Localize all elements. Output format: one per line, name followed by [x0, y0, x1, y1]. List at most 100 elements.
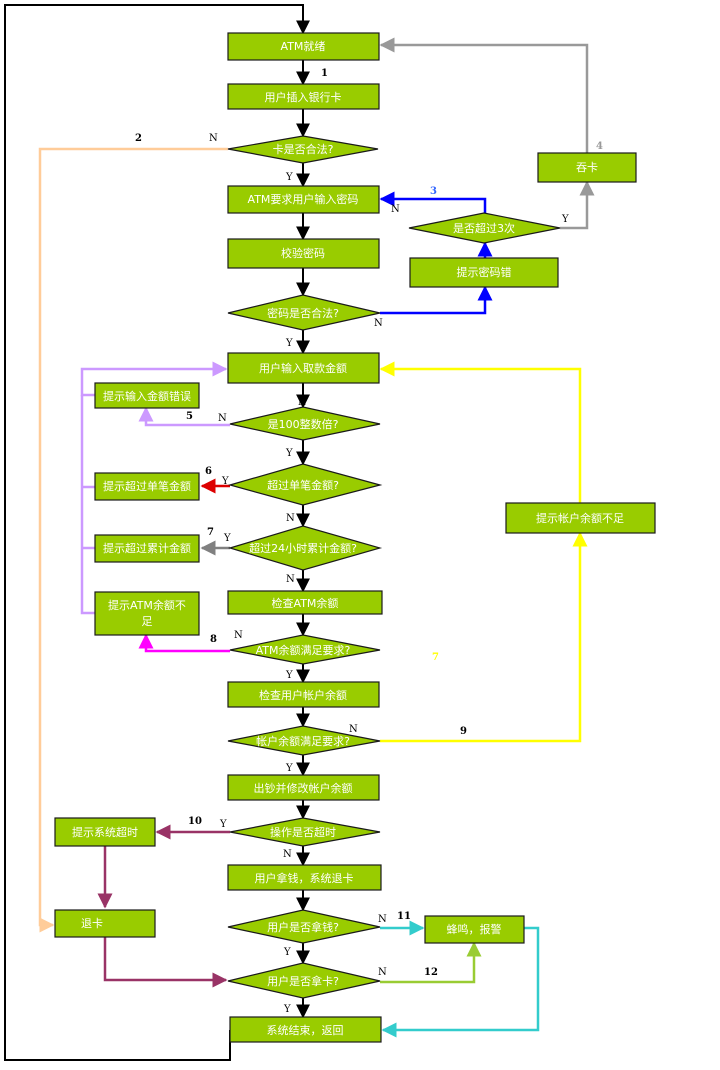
- node-input-amount-label: 用户输入取款金额: [259, 361, 347, 375]
- node-insert-card: 用户插入银行卡: [227, 83, 380, 110]
- decision-took-card: 用户是否拿卡?: [227, 962, 381, 999]
- edge-2-card-invalid: [38, 147, 228, 933]
- edge-9-acct-insufficient: [380, 531, 588, 743]
- decision-atm-balance-ok-label: ATM余额满足要求?: [256, 643, 351, 657]
- decision-card-valid-label: 卡是否合法?: [273, 142, 334, 156]
- decision-atm-balance-ok: ATM余额满足要求?: [229, 634, 381, 665]
- label-single-yes: Y: [221, 476, 229, 487]
- decision-account-balance-ok: 帐户余额满足要求?: [227, 725, 381, 756]
- decision-100-multiple-label: 是100整数倍?: [268, 417, 339, 431]
- label-atm-yes: Y: [285, 670, 293, 681]
- node-account-insufficient-msg-label: 提示帐户余额不足: [536, 511, 624, 525]
- label-9: 9: [460, 726, 467, 737]
- node-check-account-balance: 检查用户帐户余额: [227, 681, 380, 708]
- main-flow-edges: [4, 4, 310, 1061]
- decision-account-balance-ok-label: 帐户余额满足要求?: [256, 734, 350, 748]
- node-swallow-card: 吞卡: [537, 152, 637, 183]
- edge-8-atm-insufficient: [138, 633, 230, 653]
- node-verify-pin-label: 校验密码: [281, 246, 325, 260]
- node-verify-pin: 校验密码: [227, 238, 380, 269]
- label-timeout-no: N: [283, 849, 292, 860]
- label-100-no: N: [218, 413, 227, 424]
- edge-acctmsg-back: [379, 361, 582, 503]
- label-8: 8: [210, 634, 217, 645]
- node-eject-card: 退卡: [54, 909, 156, 938]
- label-over3-yes: Y: [561, 214, 569, 225]
- label-24h-no: N: [286, 574, 295, 585]
- label-3: 3: [430, 186, 437, 197]
- label-pin-no: N: [374, 318, 383, 329]
- label-over3-no: N: [391, 204, 400, 215]
- node-atm-ready: ATM就绪: [227, 32, 380, 61]
- node-over-total-msg-label: 提示超过累计金额: [103, 541, 191, 555]
- decision-100-multiple: 是100整数倍?: [229, 406, 381, 441]
- decision-over-single: 超过单笔金额?: [227, 463, 383, 506]
- label-timeout-yes: Y: [219, 819, 227, 830]
- decision-card-valid: 卡是否合法?: [227, 135, 379, 164]
- node-end-return: 系统结束，返回: [229, 1016, 382, 1043]
- node-timeout-msg: 提示系统超时: [54, 817, 156, 847]
- node-account-insufficient-msg: 提示帐户余额不足: [505, 502, 656, 534]
- edge-over3-swallow: [560, 180, 595, 230]
- node-over-total-msg: 提示超过累计金额: [94, 534, 200, 563]
- decision-over-24h: 超过24小时累计金额?: [227, 525, 383, 571]
- label-acct-yes: Y: [285, 763, 293, 774]
- edge-12-no-card: [380, 941, 482, 984]
- edge-eject-tookcard: [103, 937, 228, 988]
- node-timeout-msg-label: 提示系统超时: [72, 825, 138, 839]
- node-take-money-eject-label: 用户拿钱，系统退卡: [255, 871, 354, 885]
- label-card-no: N: [209, 133, 218, 144]
- decision-over-3-times: 是否超过3次: [408, 212, 561, 244]
- node-input-amount: 用户输入取款金额: [227, 352, 380, 384]
- node-request-pin-label: ATM要求用户输入密码: [248, 192, 359, 206]
- node-pin-error-msg: 提示密码错: [409, 257, 559, 288]
- label-money-no: N: [378, 914, 387, 925]
- edge-alarm-end: [381, 926, 540, 1038]
- label-100-top-no: N: [298, 397, 307, 408]
- label-acct-no: N: [349, 724, 358, 735]
- label-card-took-yes: Y: [283, 1004, 291, 1015]
- decision-pin-valid-label: 密码是否合法?: [267, 306, 339, 320]
- decision-timeout-label: 操作是否超时: [270, 825, 336, 839]
- node-amount-error-msg: 提示输入金额错误: [94, 382, 200, 409]
- decision-over-3-times-label: 是否超过3次: [453, 221, 515, 235]
- node-alarm: 蜂鸣，报警: [424, 915, 525, 944]
- label-pin-yes: Y: [285, 338, 293, 349]
- edge-5-not-multiple: [138, 406, 230, 427]
- edge-4-swallow-ready: [379, 37, 589, 153]
- node-over-single-msg: 提示超过单笔金额: [94, 472, 200, 501]
- decision-over-single-label: 超过单笔金额?: [267, 478, 339, 492]
- node-take-money-eject: 用户拿钱，系统退卡: [227, 864, 382, 891]
- edge-lavender-bus: [80, 395, 95, 615]
- label-24h-yes: Y: [223, 533, 231, 544]
- label-100-yes: Y: [285, 448, 293, 459]
- node-dispense: 出钞并修改帐户余额: [227, 774, 380, 801]
- node-check-account-balance-label: 检查用户帐户余额: [259, 688, 347, 702]
- node-check-atm-balance-label: 检查ATM余额: [272, 596, 339, 610]
- label-card-took-no: N: [378, 967, 387, 978]
- label-6: 6: [205, 466, 212, 477]
- decision-took-money-label: 用户是否拿钱?: [267, 920, 339, 934]
- edge-pin-invalid: [380, 285, 493, 315]
- label-12: 12: [424, 967, 438, 978]
- edge-3-retry-pin: [379, 191, 487, 213]
- label-4: 4: [596, 141, 603, 152]
- node-request-pin: ATM要求用户输入密码: [227, 185, 380, 214]
- edge-labels: 1 2 N Y 3 N Y 4 N Y 5 N N Y 6 Y N 7 Y N …: [135, 68, 603, 1015]
- label-money-yes: Y: [283, 947, 291, 958]
- edge-amounterr-back: [80, 361, 228, 397]
- node-alarm-label: 蜂鸣，报警: [447, 922, 502, 936]
- node-swallow-card-label: 吞卡: [576, 161, 598, 174]
- label-7: 7: [207, 527, 214, 538]
- label-1: 1: [321, 68, 328, 79]
- node-pin-error-msg-label: 提示密码错: [457, 265, 512, 279]
- node-atm-insufficient-msg: 提示ATM余额不 足: [94, 591, 200, 636]
- node-atm-insufficient-msg-line1: 提示ATM余额不: [108, 598, 186, 612]
- decision-took-card-label: 用户是否拿卡?: [267, 974, 339, 988]
- decision-timeout: 操作是否超时: [229, 817, 381, 847]
- label-2: 2: [135, 133, 142, 144]
- node-check-atm-balance: 检查ATM余额: [227, 590, 383, 615]
- label-single-no: N: [286, 513, 295, 524]
